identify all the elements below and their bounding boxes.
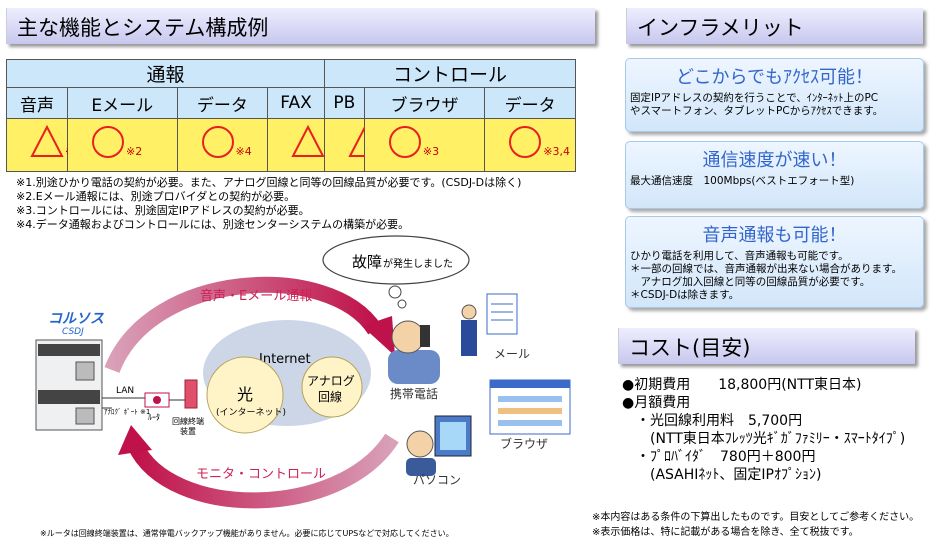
mark-cell: ※1	[267, 118, 342, 172]
merit-voice-line-3: アナログ加入回線と同等の回線品質が必要です。	[630, 276, 871, 288]
csdj-device	[35, 339, 103, 431]
note-1: ※1.別途ひかり電話の契約が必要。また、アナログ回線と同等の回線品質が必要です。…	[16, 176, 522, 189]
analog-port-label: ｱﾅﾛｸﾞ ﾎﾟｰﾄ ※1	[104, 408, 150, 416]
ont-label-2: 装置	[180, 426, 196, 436]
cost-line-3: ・光回線利用料 5,700円	[622, 413, 803, 429]
model-logo: CSDJ	[62, 327, 84, 337]
analog-label-1: アナログ	[307, 374, 355, 388]
ont-label-1: 回線終端	[172, 416, 204, 426]
cost-line-1: ●初期費用 18,800円(NTT東日本)	[622, 377, 862, 393]
col-data: データ	[176, 87, 269, 119]
cost-note-2: ※表示価格は、特に記載がある場合を除き、全て税抜です。	[592, 527, 859, 538]
col-voice: 音声	[5, 87, 69, 119]
mail-label: メール	[494, 347, 530, 361]
merit-title-speed: 通信速度が速い！	[702, 150, 847, 171]
note-2: ※2.Eメール通報には、別途プロバイダとの契約が必要。	[16, 190, 296, 203]
merit-voice-line-4: ＊CSDJ-Dは除きます。	[630, 289, 740, 301]
arc-top-label: 音声・Eメール通報	[200, 288, 312, 304]
circle-mark-icon	[92, 126, 125, 158]
circle-mark-icon	[388, 126, 421, 158]
browser-label: ブラウザ	[500, 436, 548, 451]
merit-section-header: インフラメリット	[626, 8, 923, 44]
cost-notes: ※本内容はある条件の下算出したものです。目安としてご参考ください。 ※表示価格は…	[592, 510, 919, 540]
system-diagram: 故障 が発生しました 音声・Eメール通報 モニタ・コントロール Internet…	[35, 235, 571, 538]
mark-note: ※4	[235, 145, 252, 158]
feature-table: 通報 コントロール 音声 Eメール データ FAX PB ブラウザ データ ※1…	[5, 59, 577, 172]
bubble-text-main: 故障	[352, 253, 382, 271]
bubble-text-sub: が発生しました	[383, 257, 453, 270]
note-3: ※3.コントロールには、別途固定IPアドレスの契約が必要。	[16, 204, 310, 217]
lan-label: LAN	[116, 386, 134, 396]
thought-bubble: 故障 が発生しました	[322, 235, 470, 309]
mark-cell: ※3,4	[484, 118, 576, 172]
triangle-mark-icon	[30, 124, 64, 157]
hikari-label: 光	[237, 385, 253, 404]
merit-title-voice: 音声通報も可能！	[702, 225, 847, 246]
cost-details: ●初期費用 18,800円(NTT東日本) ●月額費用 ・光回線利用料 5,70…	[622, 376, 905, 484]
hikari-sub-label: (インターネット)	[216, 407, 286, 418]
main-section-header: 主な機能とシステム構成例	[6, 8, 595, 44]
ont-device	[184, 379, 198, 409]
mark-cell: ※4	[176, 118, 269, 172]
cost-section-title: コスト(目安)	[629, 336, 751, 360]
cost-note-1: ※本内容はある条件の下算出したものです。目安としてご参考ください。	[592, 512, 920, 523]
mail-illustration	[461, 293, 518, 356]
circle-mark-icon	[201, 126, 234, 158]
mark-note: ※3,4	[543, 145, 570, 158]
mark-cell: ※1	[5, 118, 81, 172]
analog-circle	[301, 356, 363, 418]
cost-line-4: (NTT東日本ﾌﾚｯﾂ光ｷﾞｶﾞﾌｧﾐﾘｰ・ｽﾏｰﾄﾀｲﾌﾟ)	[622, 431, 906, 447]
merit-box-access: どこからでもｱｸｾｽ可能！ 固定IPアドレスの契約を行うことで、ｲﾝﾀｰﾈｯﾄ上…	[625, 58, 924, 132]
col-control-data: データ	[484, 87, 576, 119]
mark-note: ※2	[126, 145, 143, 158]
pc-label: パソコン	[413, 473, 461, 487]
diagram-footnote: ※ルータは回線終端装置は、通常停電バックアップ機能がありません。必要に応じてUP…	[40, 528, 454, 538]
bottom-arc-arrow	[127, 433, 399, 509]
top-arc-arrowhead	[362, 316, 395, 356]
bottom-arc-arrowhead	[118, 425, 152, 455]
col-fax: FAX	[267, 87, 325, 119]
table-notes: ※1.別途ひかり電話の契約が必要。また、アナログ回線と同等の回線品質が必要です。…	[16, 176, 521, 232]
merit-box-voice: 音声通報も可能！ ひかり電話を利用して、音声通報も可能です。 ＊一部の回線では、…	[625, 216, 924, 308]
browser-illustration	[489, 379, 571, 435]
col-email: Eメール	[67, 87, 178, 119]
circle-mark-icon	[509, 126, 542, 158]
analog-label-2: 回線	[318, 389, 342, 404]
merit-speed-line-1: 最大通信速度 100Mbps(ベストエフォート型)	[630, 175, 855, 187]
pc-user-illustration	[406, 415, 472, 476]
col-browser: ブラウザ	[363, 87, 486, 119]
router-label: ﾙｰﾀ	[148, 413, 160, 422]
mobile-label: 携帯電話	[390, 386, 438, 401]
cost-line-5: ・ﾌﾟﾛﾊﾞｲﾀﾞ 780円＋800円	[622, 449, 816, 465]
merit-title-access: どこからでもｱｸｾｽ可能！	[676, 67, 873, 88]
top-arc-arrow	[104, 277, 382, 374]
cost-line-6: (ASAHIﾈｯﾄ、固定IPｵﾌﾟｼｮﾝ)	[622, 467, 822, 483]
mark-note: ※3	[422, 145, 440, 158]
arc-bottom-label: モニタ・コントロール	[196, 467, 326, 482]
cost-section-header: コスト(目安)	[618, 328, 915, 364]
merit-voice-line-2: ＊一部の回線では、音声通報が出来ない場合があります。	[630, 263, 902, 275]
note-4: ※4.データ通報およびコントロールには、別途センターシステムの構築が必要。	[16, 218, 410, 231]
merit-box-speed: 通信速度が速い！ 最大通信速度 100Mbps(ベストエフォート型)	[625, 141, 924, 209]
hikari-circle	[206, 356, 284, 434]
merit-access-line-2: やスマートフォン、タブレットPCからｱｸｾｽできます。	[630, 105, 884, 117]
merit-voice-line-1: ひかり電話を利用して、音声通報も可能です。	[630, 250, 849, 262]
router-device	[144, 392, 170, 408]
main-section-title: 主な機能とシステム構成例	[17, 16, 269, 40]
brand-logo: コルソス	[48, 311, 104, 327]
internet-label: Internet	[259, 352, 311, 367]
merit-section-title: インフラメリット	[637, 16, 804, 40]
cost-line-2: ●月額費用	[622, 395, 691, 411]
mark-cell: ※3	[363, 118, 486, 172]
group-notification: 通報	[6, 59, 325, 88]
triangle-mark-icon	[291, 124, 325, 157]
mark-cell: ※2	[67, 118, 178, 172]
mark-cell: ※1	[323, 118, 399, 172]
merit-access-line-1: 固定IPアドレスの契約を行うことで、ｲﾝﾀｰﾈｯﾄ上のPC	[630, 92, 879, 104]
col-pb: PB	[323, 87, 365, 119]
group-control: コントロール	[323, 59, 577, 88]
mobile-user-illustration	[388, 320, 440, 384]
